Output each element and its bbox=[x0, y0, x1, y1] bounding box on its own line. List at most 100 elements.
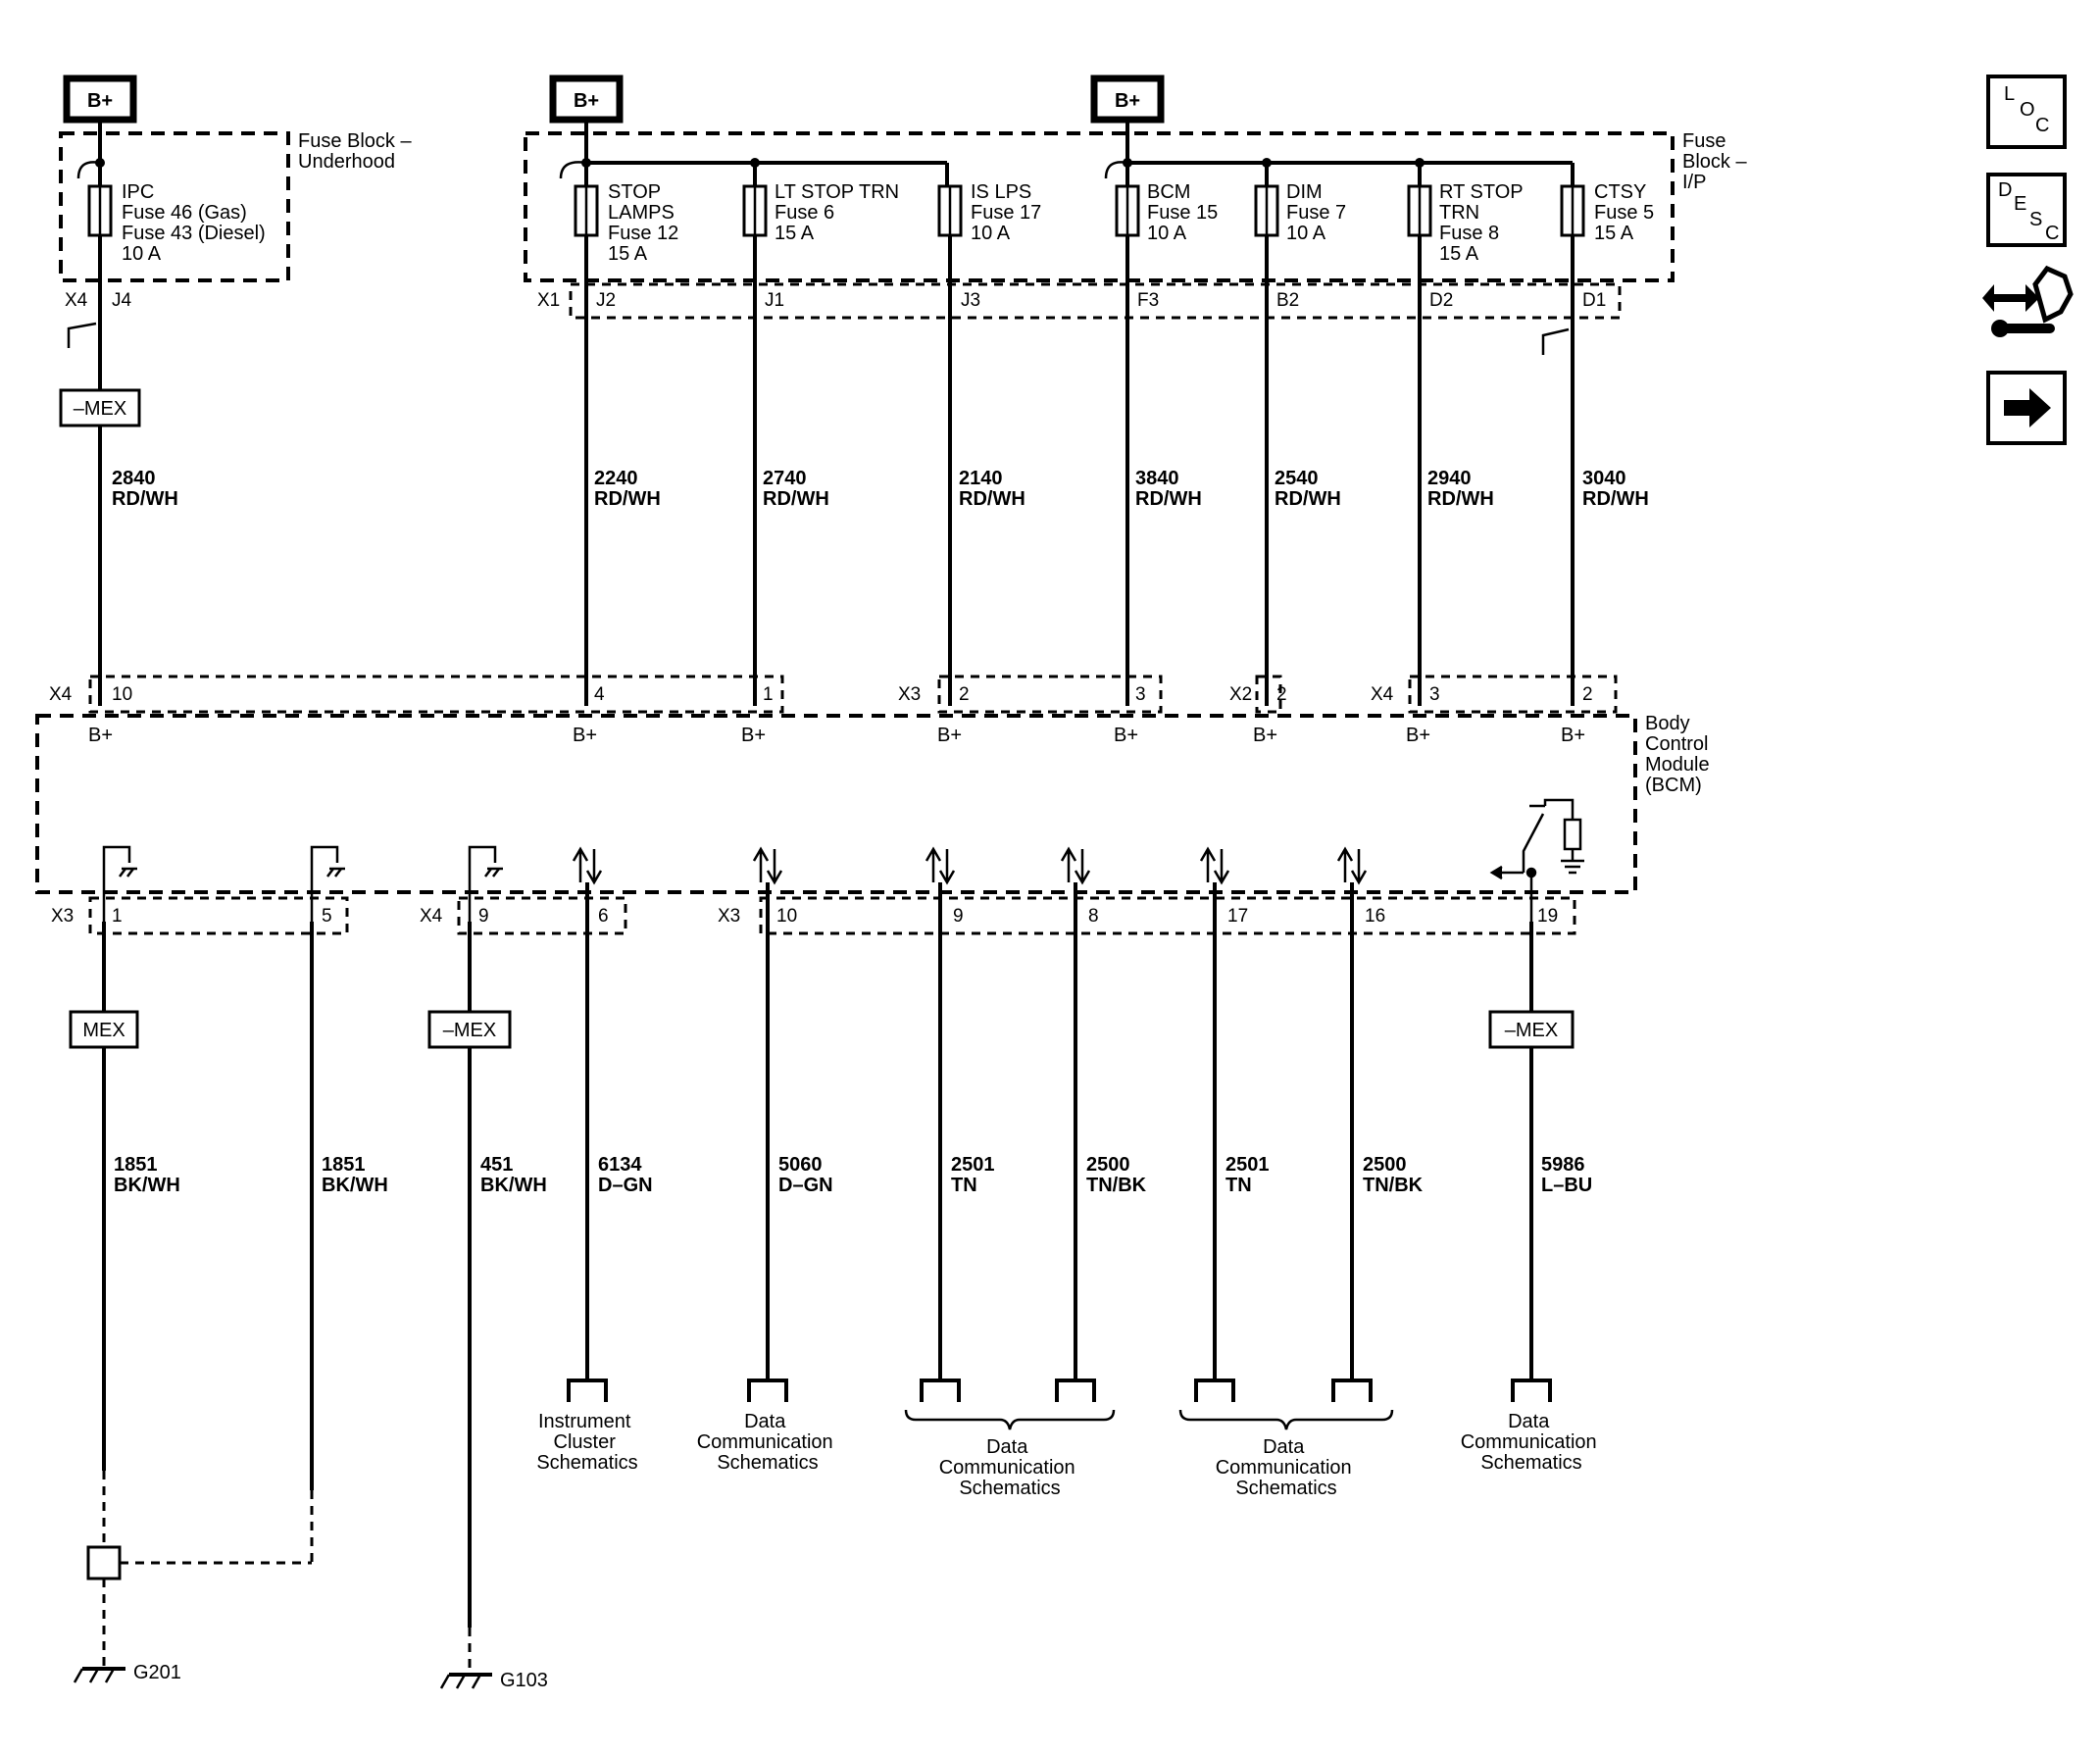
bplus-box-ip-right: B+ bbox=[1090, 75, 1165, 124]
link-data-communication-schematics-1[interactable]: Data Communication Schematics bbox=[697, 1411, 839, 1474]
bplus-label: B+ bbox=[1115, 90, 1140, 112]
arrow-right-icon[interactable] bbox=[1986, 371, 2067, 445]
bcm-bplus-8: B+ bbox=[1561, 725, 1585, 746]
pin-d1: D1 bbox=[1582, 290, 1606, 311]
lower-pin-19: 19 bbox=[1537, 906, 1558, 927]
ground-g103-icon: G103 bbox=[439, 1670, 548, 1691]
connector-wrench-icon[interactable] bbox=[1982, 265, 2074, 337]
bcm-module-label: Body Control Module (BCM) bbox=[1645, 713, 1715, 796]
bcm-x2-connector bbox=[1255, 675, 1282, 714]
bcm-x4-lower-connector bbox=[457, 896, 627, 935]
data-arrow-icon bbox=[572, 846, 603, 885]
pin-f3: F3 bbox=[1137, 290, 1159, 311]
fuse-ipc: IPC Fuse 46 (Gas) Fuse 43 (Diesel) 10 A bbox=[87, 163, 271, 265]
fuse-ctsy: CTSY Fuse 5 15 A bbox=[1560, 163, 1660, 244]
fuse-block-underhood-label: Fuse Block – Underhood bbox=[298, 130, 417, 173]
fuse-stop-lamps-label: STOP LAMPS Fuse 12 15 A bbox=[608, 181, 684, 265]
loc-icon[interactable]: L O C bbox=[1986, 75, 2067, 149]
svg-text:Data Communication: Data Communication Schematics bbox=[939, 1436, 1081, 1499]
pin-d2: D2 bbox=[1429, 290, 1453, 311]
bcm-pin-4: 4 bbox=[594, 684, 605, 705]
internal-ground-icon bbox=[468, 845, 503, 922]
bplus-box-underhood: B+ bbox=[63, 75, 137, 124]
lower-pin-9-x4: 9 bbox=[478, 906, 489, 927]
data-arrow-icon bbox=[1060, 846, 1091, 885]
lower-pin-6: 6 bbox=[598, 906, 609, 927]
data-arrow-icon bbox=[1336, 846, 1368, 885]
brace bbox=[1178, 1409, 1394, 1430]
lower-conn-x3: X3 bbox=[51, 906, 74, 927]
fuse-ctsy-label: CTSY Fuse 5 15 A bbox=[1594, 181, 1660, 244]
mex-tag-top: –MEX bbox=[59, 388, 141, 427]
bcm-bplus-7: B+ bbox=[1406, 725, 1430, 746]
pin-j2: J2 bbox=[596, 290, 616, 311]
svg-text:C: C bbox=[2035, 115, 2049, 136]
internal-ground-icon bbox=[310, 845, 345, 922]
data-arrow-icon bbox=[1199, 846, 1230, 885]
lower-pin-9: 9 bbox=[953, 906, 964, 927]
fuse-is-lps-label: IS LPS Fuse 17 10 A bbox=[971, 181, 1047, 244]
bcm-pin-2-x2: 2 bbox=[1276, 684, 1287, 705]
fuse-block-ip-label: Fuse Block – I/P bbox=[1682, 130, 1752, 193]
fuse-rt-stop-trn: RT STOP TRN Fuse 8 15 A bbox=[1407, 163, 1528, 265]
mex-tag-lower-2: –MEX bbox=[427, 1010, 512, 1049]
bplus-label: B+ bbox=[87, 90, 113, 112]
link-data-communication-schematics-4[interactable]: Data Communication Schematics bbox=[1461, 1411, 1603, 1474]
fuse-rt-stop-trn-label: RT STOP TRN Fuse 8 15 A bbox=[1439, 181, 1528, 265]
brace bbox=[904, 1409, 1116, 1430]
svg-text:L: L bbox=[2004, 83, 2015, 105]
fuse-is-lps: IS LPS Fuse 17 10 A bbox=[937, 163, 1047, 244]
link-data-communication-schematics-2[interactable]: Data Communication Schematics bbox=[939, 1436, 1081, 1499]
mex-tag-label: –MEX bbox=[74, 398, 126, 420]
x1-connector-outline bbox=[569, 282, 1622, 320]
bplus-box-ip-left: B+ bbox=[549, 75, 624, 124]
bcm-x3-lower-connector-b bbox=[759, 896, 1576, 935]
pin-j4: J4 bbox=[112, 290, 132, 311]
link-instrument-cluster-schematics[interactable]: Instrument Cluster Schematics bbox=[536, 1411, 637, 1474]
data-arrow-icon bbox=[925, 846, 956, 885]
mex-tag-lower-1: MEX bbox=[69, 1010, 139, 1049]
bcm-pin-2-x4: 2 bbox=[1582, 684, 1593, 705]
bcm-pin-10: 10 bbox=[112, 684, 132, 705]
ground-g103-label: G103 bbox=[500, 1670, 548, 1691]
internal-ground-icon bbox=[102, 845, 137, 922]
lower-pin-17: 17 bbox=[1227, 906, 1248, 927]
svg-text:S: S bbox=[2029, 209, 2042, 230]
conn-x4-top: X4 bbox=[65, 290, 88, 311]
desc-icon[interactable]: D E S C bbox=[1986, 173, 2067, 247]
bcm-pin-1: 1 bbox=[763, 684, 774, 705]
pin-j3: J3 bbox=[961, 290, 980, 311]
bcm-conn-x3-top: X3 bbox=[898, 684, 921, 705]
pin-b2: B2 bbox=[1276, 290, 1299, 311]
svg-text:E: E bbox=[2014, 193, 2026, 215]
bcm-bplus-3: B+ bbox=[741, 725, 766, 746]
fuse-lt-stop-trn: LT STOP TRN Fuse 6 15 A bbox=[742, 163, 899, 244]
svg-text:Data Communication: Data Communication Schematics bbox=[1461, 1411, 1603, 1474]
mex-tag-label: –MEX bbox=[443, 1020, 496, 1041]
bcm-conn-x4-b: X4 bbox=[1371, 684, 1394, 705]
lower-conn-x3-b: X3 bbox=[718, 906, 740, 927]
lower-pin-1: 1 bbox=[112, 906, 123, 927]
fuse-ipc-label: IPC Fuse 46 (Gas) Fuse 43 (Diesel) 10 A bbox=[122, 181, 271, 265]
mex-tag-label: MEX bbox=[82, 1020, 125, 1041]
bcm-bplus-2: B+ bbox=[573, 725, 597, 746]
link-data-communication-schematics-3[interactable]: Data Communication Schematics bbox=[1216, 1436, 1358, 1499]
svg-text:C: C bbox=[2045, 223, 2059, 244]
fuse-block-underhood-outline bbox=[59, 131, 290, 282]
bcm-pin-2-x3: 2 bbox=[959, 684, 970, 705]
